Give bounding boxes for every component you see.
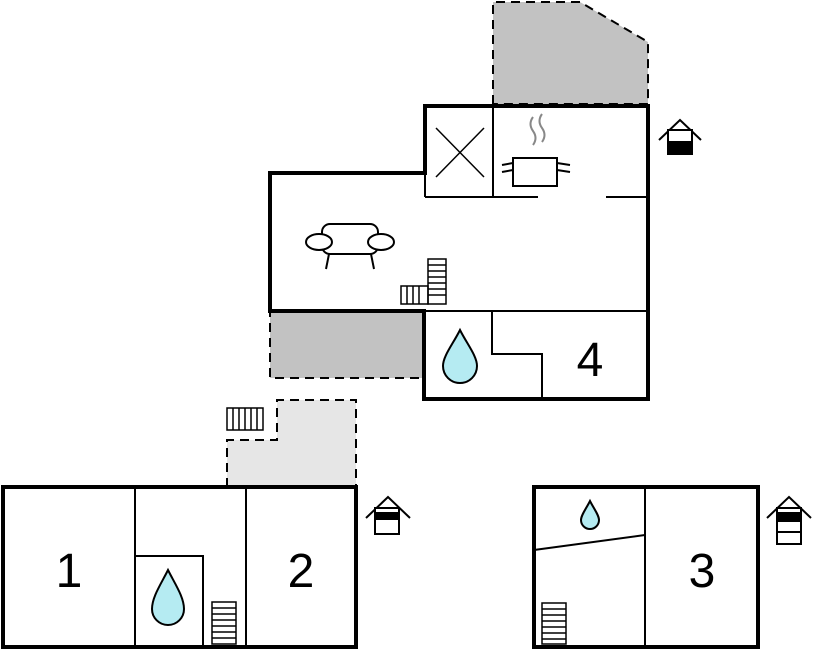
house-level-icon [365,495,411,535]
sofa-icon [305,223,395,270]
stairs-icon [211,601,237,645]
stairs-icon [400,258,447,305]
terrace-lower [226,399,357,488]
stairs-icon [541,602,567,645]
room-number-1: 1 [56,545,83,598]
cooking-pot-icon [501,113,571,187]
water-drop-icon [579,498,601,530]
fan-x-icon [435,127,485,178]
water-drop-icon [441,327,479,384]
terrace-top [492,0,649,105]
terrace-middle [269,311,425,379]
water-drop-icon [150,567,186,626]
main-building-outline [268,104,650,401]
room-number-2: 2 [288,545,315,598]
room-number-4: 4 [577,334,604,387]
room-number-3: 3 [689,545,716,598]
stairs-icon [226,407,264,431]
house-level-icon [658,118,702,155]
lower-left-building [1,485,358,649]
house-level-icon [766,495,812,545]
